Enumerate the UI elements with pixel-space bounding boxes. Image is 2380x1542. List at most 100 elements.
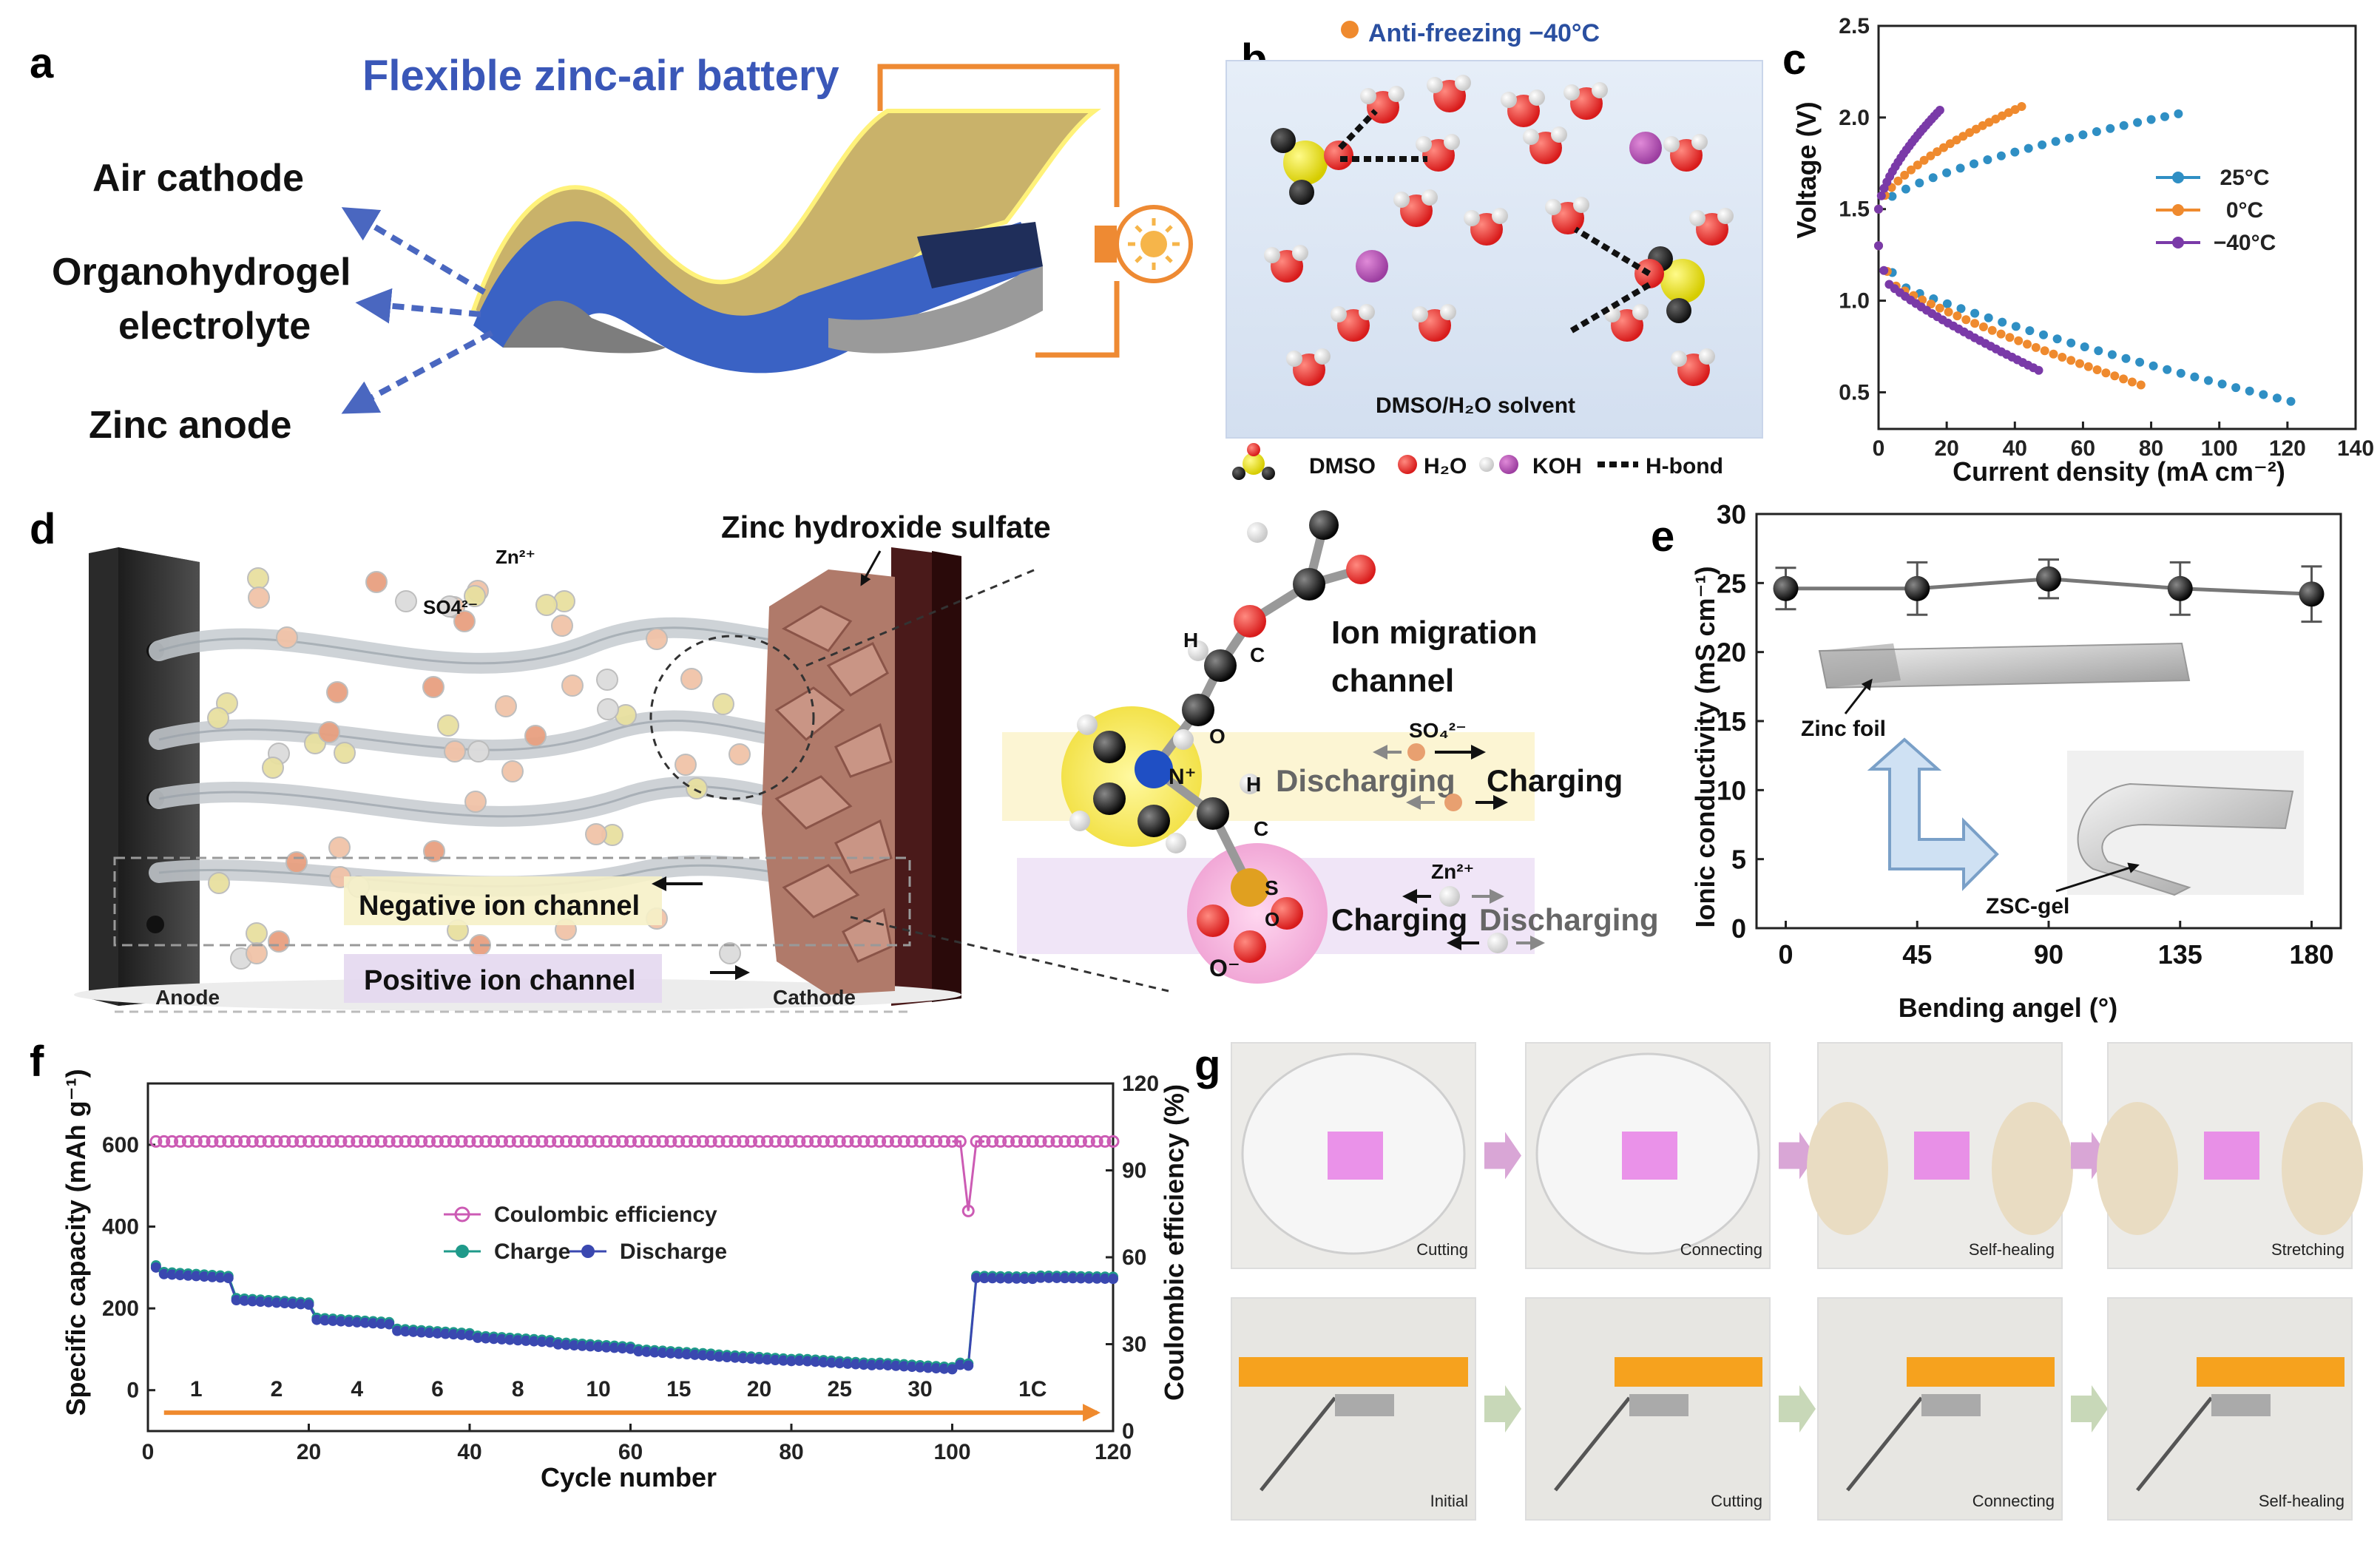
photo-label: Connecting [1972,1492,2055,1510]
air-cathode-label: Air cathode [92,157,304,200]
ce-dip-line [952,1140,984,1211]
rate-label: 1C [1018,1377,1047,1401]
discharge-point [408,1326,419,1337]
ce-point [174,1134,186,1148]
chart-c-point [1942,168,1952,177]
discharge-point [585,1341,596,1352]
led-board [2197,1357,2344,1387]
ion-sphere [328,836,351,859]
ce-point [849,1134,862,1148]
ion-channel-title-1: Ion migration [1331,615,1538,651]
water-hydrogen [1416,136,1432,152]
chart-c-point [2119,121,2129,130]
water-hydrogen [1286,351,1302,367]
ce-point [648,1134,661,1148]
chart-c-point [1913,160,1922,170]
discharge-point [689,1349,700,1360]
discharge-point [569,1340,580,1351]
ce-point [1018,1134,1031,1148]
discharge-point [416,1327,427,1338]
legend-ce: Coulombic efficiency [494,1203,717,1227]
chart-c-point [2133,118,2143,127]
ce-point [415,1134,428,1148]
dmso-sulfur [1660,259,1705,303]
x-tick-label: 60 [2071,436,2095,461]
panel-c-letter: c [1782,35,1806,84]
ce-point [487,1134,501,1148]
water-hydrogen [1455,75,1471,91]
chart-c-point [1978,322,1988,331]
chart-c-point [2121,354,2131,363]
photo-label: Self-healing [2259,1492,2344,1510]
chart-c-point [1996,329,2006,339]
y-tick-label: 20 [1717,638,1746,668]
discharge-point [400,1326,410,1337]
discharge-point [947,1364,958,1375]
chart-e-point [2299,581,2325,607]
ce-point [1098,1134,1112,1148]
discharge-point [279,1298,290,1309]
zhs-label: Zinc hydroxide sulfate [721,510,1051,544]
legend-charge: Charge [494,1240,570,1264]
atom-label-s: S [1265,876,1279,899]
y-right-tick-label: 60 [1122,1245,1146,1270]
chart-c-point [1874,204,1883,214]
ion-sphere [597,698,619,720]
ce-point [922,1134,935,1148]
legend-h2o: H₂O [1424,454,1467,479]
ce-point [326,1134,339,1148]
ce-point [149,1134,163,1148]
koh-potassium [1356,250,1388,283]
chart-c-point [2245,386,2254,396]
chart-c-point [1984,313,1993,322]
ion-sphere [712,693,734,715]
ion-sphere [247,567,269,589]
chart-c-point [2136,380,2146,390]
chart-c-point [1970,159,1978,169]
discharge-point [1083,1273,1095,1284]
discharge-point [223,1273,234,1284]
x-tick-label: 0 [1873,436,1885,461]
ce-point [197,1134,211,1148]
discharge-point [907,1362,918,1373]
discharge-point [778,1355,789,1366]
x-tick-label: 120 [1095,1440,1132,1464]
y-tick-label: 0.5 [1839,380,1870,405]
discharge-point [359,1317,371,1328]
h-bond [1338,109,1378,150]
glove-left [2097,1102,2178,1235]
chart-c-point [1887,192,1897,201]
chart-c-point [1879,266,1889,275]
discharge-point [657,1347,668,1359]
ce-point [567,1134,581,1148]
water-hydrogen [1573,197,1589,213]
legend-marker [456,1245,469,1258]
legend-label: 25°C [2220,166,2269,190]
discharge-point [1059,1273,1070,1284]
glove-left [1807,1102,1888,1235]
chart-c-point [2031,342,2041,352]
x-tick-label: 80 [779,1440,803,1464]
ce-point [262,1134,275,1148]
discharging-label-1: Discharging [1276,763,1456,798]
rate-label: 4 [351,1377,363,1401]
ce-point [423,1134,436,1148]
x-tick-label: 120 [2269,436,2306,461]
photo-label: Stretching [2271,1240,2344,1259]
water-hydrogen [1360,88,1376,104]
ce-point [809,1134,822,1148]
chart-f-ylabel: Specific capacity (mAh g⁻¹) [61,1069,91,1416]
led-board [1239,1357,1468,1387]
ion-sphere [453,610,476,632]
chart-c-point [2106,124,2115,133]
ce-point [640,1134,653,1148]
rate-label: 6 [431,1377,444,1401]
ce-point [302,1134,315,1148]
discharge-point [488,1333,499,1345]
discharge-point [1075,1273,1086,1284]
dmso-sulfur [1283,141,1328,185]
